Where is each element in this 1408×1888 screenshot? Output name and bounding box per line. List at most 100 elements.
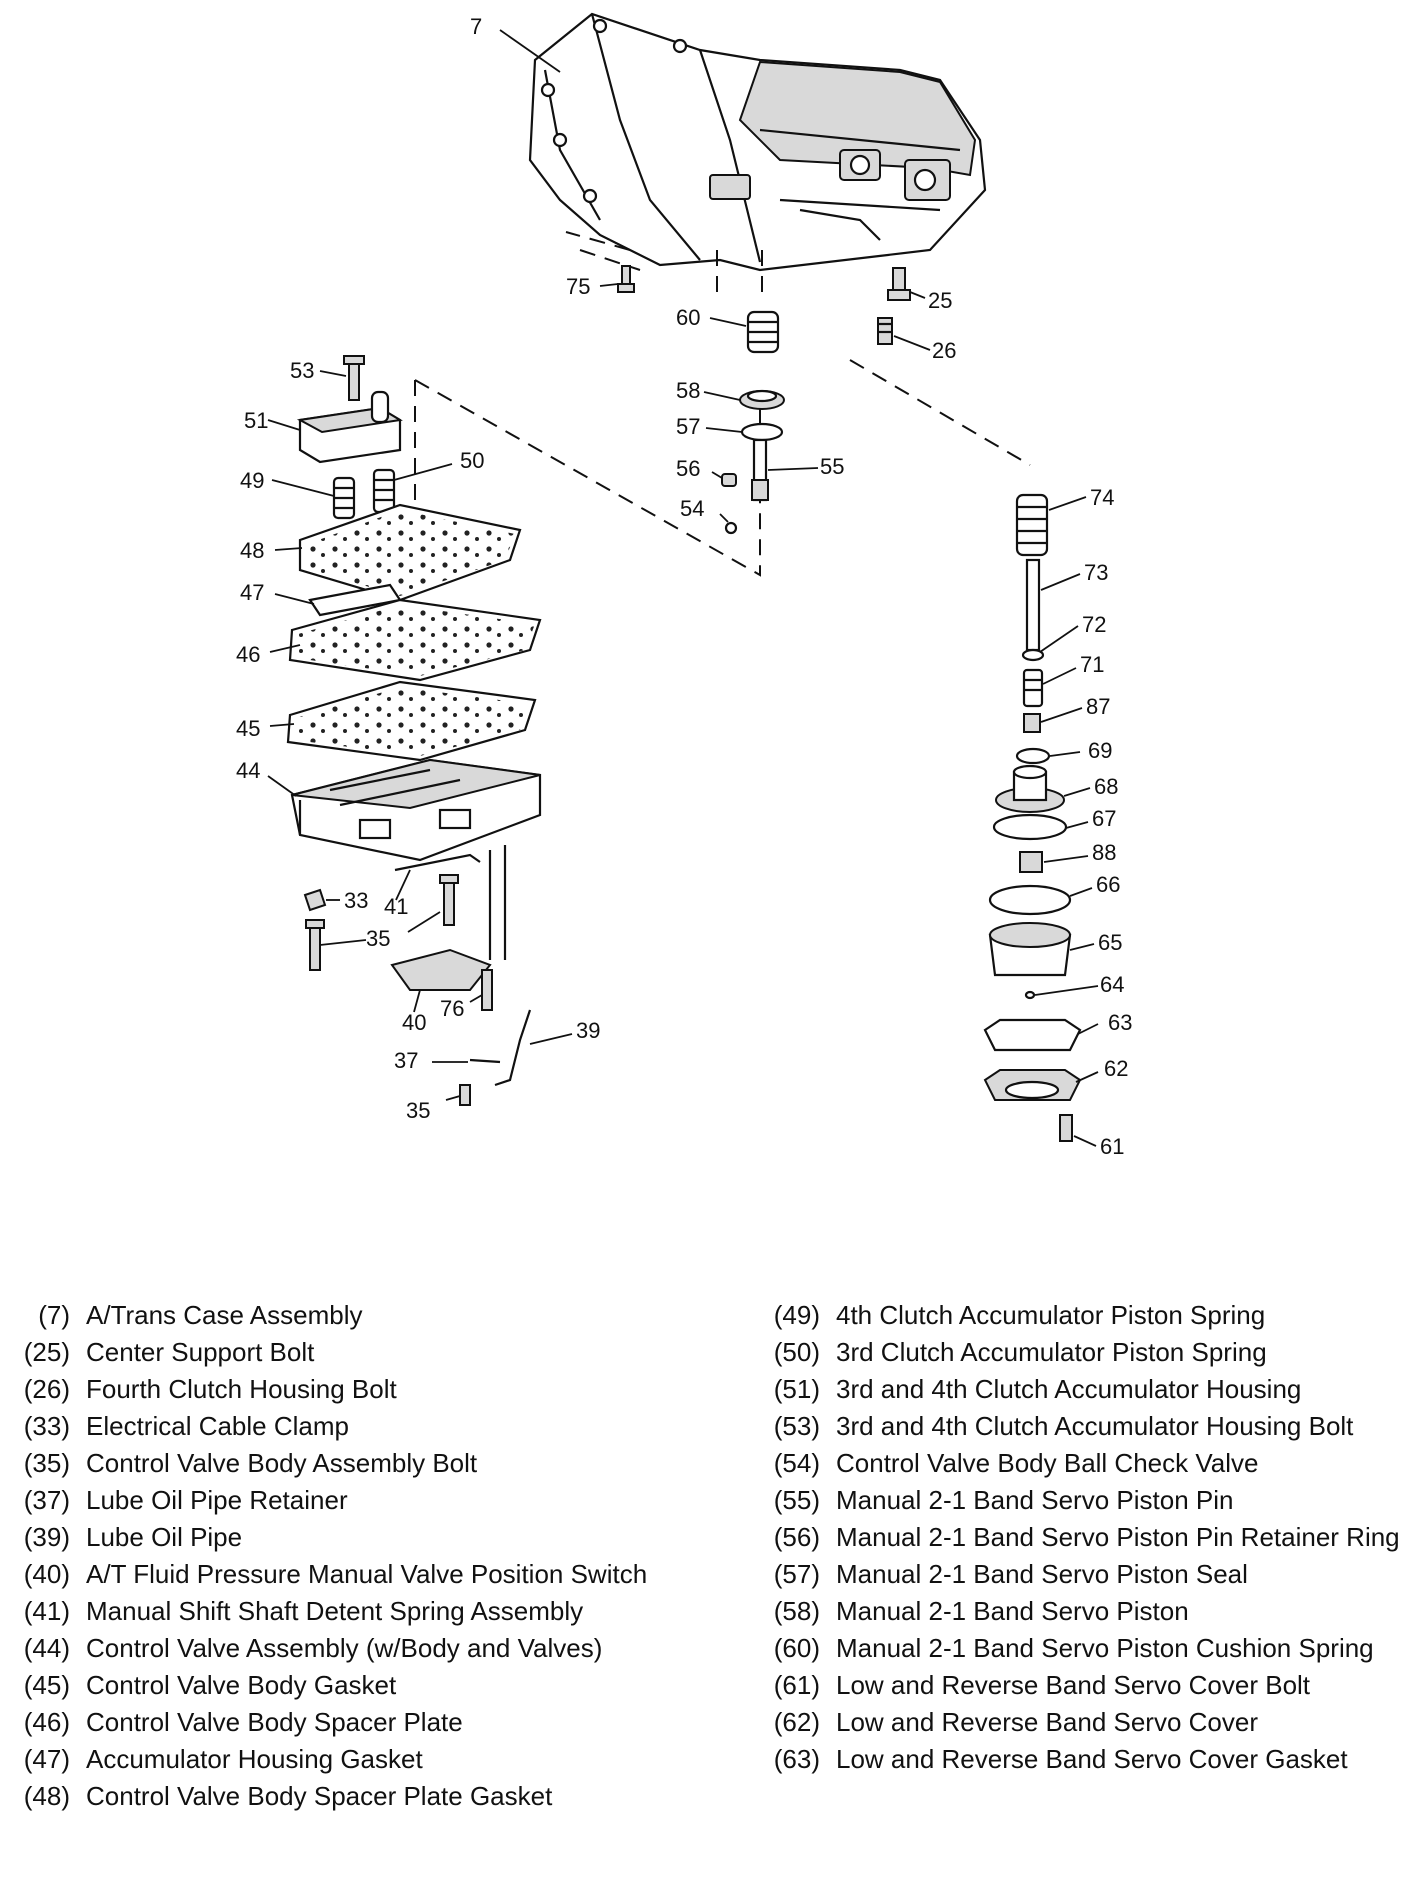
legend-row: (45) Control Valve Body Gasket: [14, 1670, 694, 1701]
legend-description: Control Valve Assembly (w/Body and Valve…: [86, 1633, 603, 1663]
legend-description: Manual 2-1 Band Servo Piston Cushion Spr…: [836, 1633, 1374, 1663]
callout-47: 47: [240, 580, 264, 605]
part-73-pin: [1025, 558, 1041, 652]
legend-description: Lube Oil Pipe Retainer: [86, 1485, 348, 1515]
legend-row: (56) Manual 2-1 Band Servo Piston Pin Ret…: [764, 1522, 1404, 1553]
callout-37: 37: [394, 1048, 418, 1073]
legend-description: Accumulator Housing Gasket: [86, 1744, 423, 1774]
legend-number: (55): [773, 1485, 820, 1515]
legend-number: (58): [773, 1596, 820, 1626]
callout-49: 49: [240, 468, 264, 493]
legend-row: (51)3rd and 4th Clutch Accumulator Housi…: [764, 1374, 1404, 1405]
leader-lines: [267, 29, 1099, 1147]
part-26-bolt: [877, 317, 893, 345]
callout-61: 61: [1100, 1134, 1124, 1159]
part-72-clip: [1021, 648, 1045, 662]
legend-description: Control Valve Body Gasket: [86, 1670, 397, 1700]
legend-row: (44)Control Valve Assembly (w/Body and V…: [14, 1633, 694, 1664]
callout-87: 87: [1086, 694, 1110, 719]
exploded-parts-diagram: 7 75 60 25 26 53 58 51 57 50 56 55 49 54…: [236, 12, 1132, 1159]
legend-right-column: (49) 4th Clutch Accumulator Piston Spring…: [764, 1300, 1404, 1781]
callout-67: 67: [1092, 806, 1116, 831]
part-45-body-gasket: [286, 680, 537, 762]
part-74-spring: [1015, 493, 1049, 557]
part-71-spring: [1022, 668, 1044, 708]
part-39-lube-pipe: [488, 845, 532, 1087]
callout-41: 41: [384, 894, 408, 919]
callout-66: 66: [1096, 872, 1120, 897]
legend-row: (39)Lube Oil Pipe: [14, 1522, 694, 1553]
legend-row: (55)Manual 2-1 Band Servo Piston Pin: [764, 1485, 1404, 1516]
legend-description: Low and Reverse Band Servo Cover Gasket: [836, 1744, 1348, 1774]
legend-row: (37)Lube Oil Pipe Retainer: [14, 1485, 694, 1516]
legend-row: (62)Low and Reverse Band Servo Cover: [764, 1707, 1404, 1738]
legend-row: (46)Control Valve Body Spacer Plate: [14, 1707, 694, 1738]
callout-35-b: 35: [406, 1098, 430, 1123]
part-46-spacer-plate: [288, 598, 542, 682]
part-67-seal: [992, 813, 1068, 841]
legend-description: Manual 2-1 Band Servo Piston: [836, 1596, 1189, 1626]
part-62-cover: [983, 1069, 1082, 1101]
legend-description: Control Valve Body Ball Check Valve: [836, 1448, 1259, 1478]
callout-45: 45: [236, 716, 260, 741]
legend-number: (39): [23, 1522, 70, 1552]
legend-description: Control Valve Body Spacer Plate Gasket: [86, 1781, 553, 1811]
legend-description: Control Valve Body Spacer Plate: [86, 1707, 463, 1737]
legend-description: Fourth Clutch Housing Bolt: [86, 1374, 397, 1404]
callout-40: 40: [402, 1010, 426, 1035]
legend-row: (58) Manual 2-1 Band Servo Piston: [764, 1596, 1404, 1627]
legend-row: (53)3rd and 4th Clutch Accumulator Housi…: [764, 1411, 1404, 1442]
part-63-gasket: [983, 1018, 1082, 1052]
legend-number: (45): [23, 1670, 70, 1700]
part-44-control-valve-assembly: [290, 758, 542, 862]
callout-56: 56: [676, 456, 700, 481]
legend-description: Center Support Bolt: [86, 1337, 315, 1367]
part-55-piston-pin: [751, 438, 769, 502]
part-40-position-switch: [390, 948, 492, 991]
legend-row: (33) Electrical Cable Clamp: [14, 1411, 694, 1442]
callout-88: 88: [1092, 840, 1116, 865]
part-68-piston: [995, 764, 1065, 813]
callout-26: 26: [932, 338, 956, 363]
part-87-retainer: [1023, 713, 1041, 733]
transmission-case: [528, 12, 987, 272]
legend-description: Manual 2-1 Band Servo Piston Pin Retaine…: [836, 1522, 1400, 1552]
legend-left-column: (7)A/Trans Case Assembly(25)Center Suppo…: [14, 1300, 694, 1818]
legend-number: (54): [773, 1448, 820, 1478]
callout-63: 63: [1108, 1010, 1132, 1035]
callout-33: 33: [344, 888, 368, 913]
legend-number: (56): [773, 1522, 820, 1552]
part-88-retainer: [1019, 851, 1043, 873]
legend-description: Electrical Cable Clamp: [86, 1411, 349, 1441]
legend-number: (40): [23, 1559, 70, 1589]
legend-number: (33): [23, 1411, 70, 1441]
legend-number: (49): [773, 1300, 820, 1330]
part-69-ring: [1015, 747, 1051, 765]
alignment-lines: [414, 231, 1031, 577]
callout-75: 75: [566, 274, 590, 299]
part-50-spring: [372, 468, 396, 514]
part-58-piston: [739, 389, 785, 410]
callout-44: 44: [236, 758, 260, 783]
part-54-ball-check: [724, 521, 738, 535]
legend-description: A/Trans Case Assembly: [86, 1300, 363, 1330]
legend-row: (26)Fourth Clutch Housing Bolt: [14, 1374, 694, 1405]
callout-71: 71: [1080, 652, 1104, 677]
callout-55: 55: [820, 454, 844, 479]
legend-description: 4th Clutch Accumulator Piston Spring: [836, 1300, 1266, 1330]
legend-number: (61): [773, 1670, 820, 1700]
callout-7: 7: [470, 14, 482, 39]
part-35-bolt-lower: [459, 1084, 471, 1106]
part-56-retainer-ring: [721, 473, 737, 487]
callout-68: 68: [1094, 774, 1118, 799]
legend-number: (62): [773, 1707, 820, 1737]
legend-description: 3rd Clutch Accumulator Piston Spring: [836, 1337, 1267, 1367]
part-65-piston: [988, 922, 1072, 977]
part-41-detent-spring: [394, 853, 481, 872]
legend-number: (47): [23, 1744, 70, 1774]
callout-57: 57: [676, 414, 700, 439]
callout-69: 69: [1088, 738, 1112, 763]
callout-39: 39: [576, 1018, 600, 1043]
legend-number: (7): [38, 1300, 70, 1330]
legend-number: (60): [773, 1633, 820, 1663]
